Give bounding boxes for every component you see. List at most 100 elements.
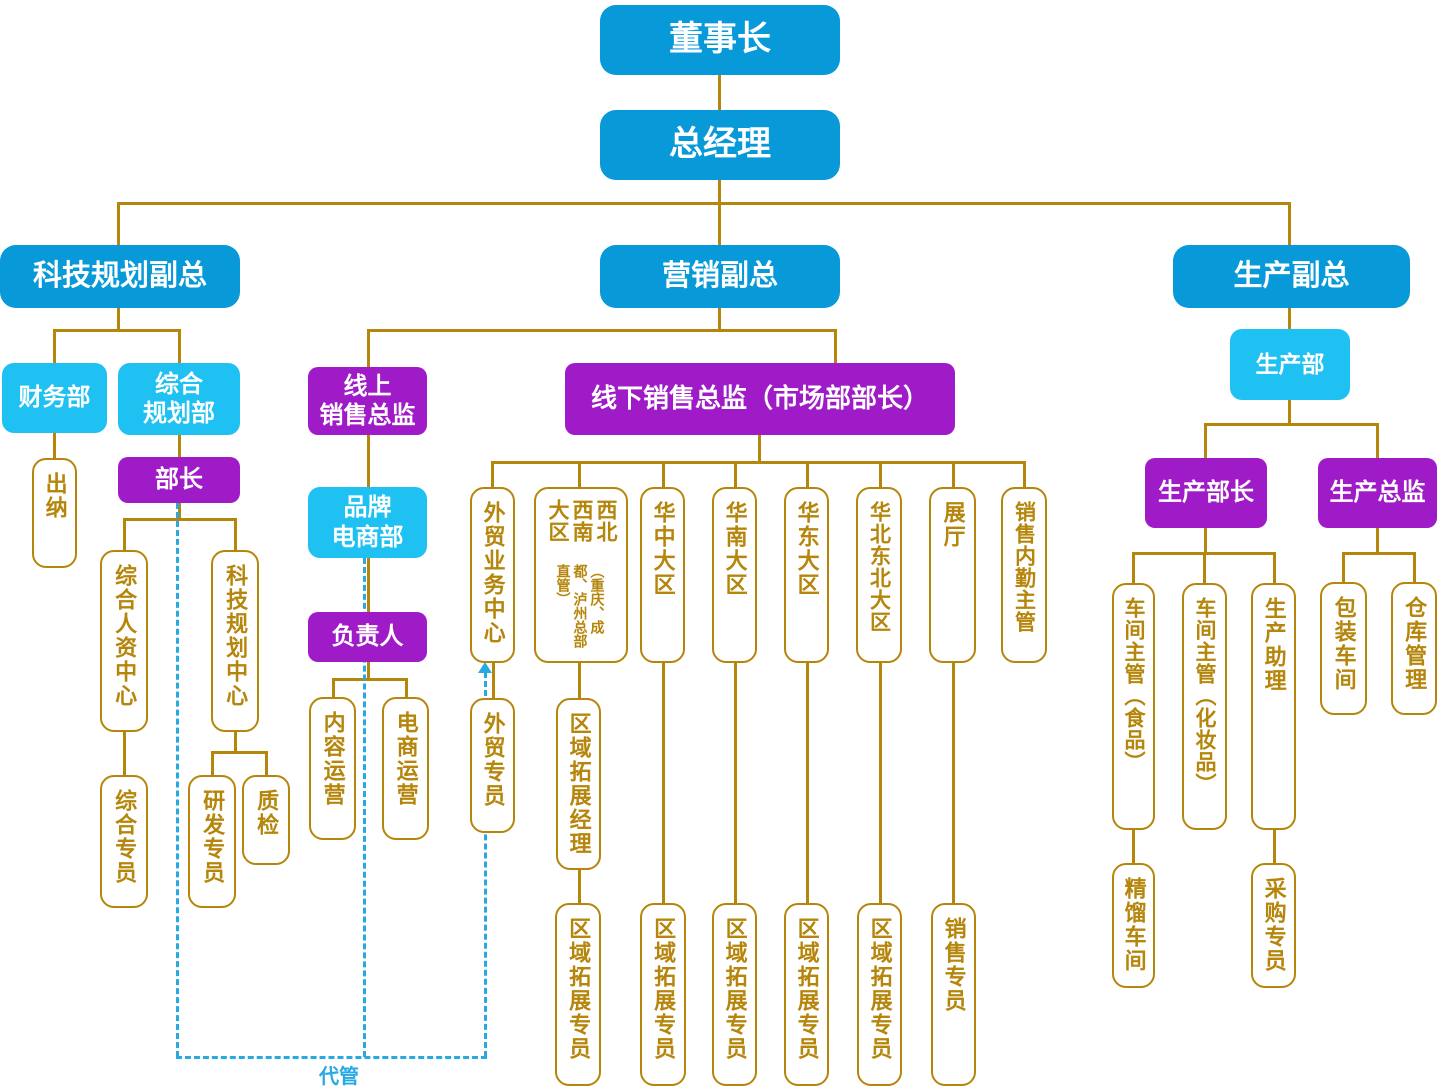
node-production-minister: 生产部长 <box>1145 458 1267 528</box>
connector <box>1204 423 1378 426</box>
acting-management-label: 代管 <box>319 1066 359 1088</box>
connector <box>806 663 809 903</box>
connector <box>178 434 181 457</box>
connector <box>405 678 408 697</box>
node-sales-specialist: 销售专员 <box>931 903 976 1086</box>
connector <box>234 732 237 753</box>
connector <box>123 518 237 521</box>
node-distillation-workshop: 精馏车间 <box>1112 863 1155 988</box>
connector <box>211 751 214 775</box>
connector <box>234 518 237 550</box>
connector <box>178 329 181 363</box>
connector <box>332 678 335 697</box>
node-workshop-supervisor-cosmetics: 车间主管（化妆品） <box>1182 583 1227 830</box>
node-content-ops: 内容运营 <box>309 697 356 840</box>
connector <box>53 329 181 332</box>
node-brand-ecommerce-dept: 品牌 电商部 <box>308 487 427 558</box>
connector <box>1203 552 1206 583</box>
connector <box>662 663 665 903</box>
node-east-china-region: 华东大区 <box>784 487 829 663</box>
connector <box>1288 202 1291 245</box>
connector <box>1342 552 1415 555</box>
connector <box>1132 830 1135 863</box>
connector <box>123 518 126 550</box>
node-marketing-vp: 营销副总 <box>600 245 840 308</box>
connector <box>367 329 370 367</box>
node-regional-specialist-4: 区域拓展专员 <box>784 903 829 1086</box>
node-production-assistant: 生产助理 <box>1251 583 1296 830</box>
connector <box>1288 308 1291 329</box>
node-regional-specialist-2: 区域拓展专员 <box>640 903 686 1086</box>
node-minister: 部长 <box>118 457 240 503</box>
node-chairman: 董事长 <box>600 5 840 75</box>
node-ecommerce-ops: 电商运营 <box>382 697 429 840</box>
connector <box>123 732 126 775</box>
node-regional-specialist-1: 区域拓展专员 <box>555 903 601 1086</box>
connector <box>1023 461 1026 487</box>
node-tech-planning-vp: 科技规划副总 <box>0 245 240 308</box>
connector <box>117 308 120 331</box>
connector <box>211 751 267 754</box>
node-leader: 负责人 <box>308 612 427 662</box>
connector <box>758 435 761 463</box>
connector <box>1273 552 1276 583</box>
connector <box>734 663 737 903</box>
node-workshop-supervisor-food: 车间主管（食品） <box>1112 583 1155 830</box>
node-foreign-trade-center: 外贸业务中心 <box>470 487 515 663</box>
connector <box>806 461 809 487</box>
connector <box>734 461 737 487</box>
connector <box>1376 528 1379 554</box>
dashed-line-acting <box>363 558 366 1057</box>
node-rd-specialist: 研发专员 <box>188 775 236 908</box>
node-north-northeast-region: 华北东北大区 <box>856 487 902 663</box>
nw-sw-region-title: 西北西南大区 <box>546 499 617 543</box>
connector <box>1132 552 1135 583</box>
connector <box>367 558 370 612</box>
node-online-sales-director: 线上 销售总监 <box>308 367 427 435</box>
connector <box>1342 552 1345 582</box>
connector <box>1273 830 1276 863</box>
connector <box>1204 423 1207 458</box>
node-production-vp: 生产副总 <box>1173 245 1410 308</box>
node-regional-specialist-3: 区域拓展专员 <box>712 903 757 1086</box>
connector <box>879 663 882 903</box>
node-quality-check: 质检 <box>242 775 290 865</box>
node-regional-expansion-manager: 区域拓展经理 <box>556 698 601 870</box>
nw-sw-region-subtitle: （重庆、成都、泸州总部直管） <box>555 564 606 649</box>
connector <box>491 461 494 487</box>
connector <box>117 202 1291 205</box>
connector <box>1413 552 1416 582</box>
connector <box>367 329 837 332</box>
connector <box>718 308 721 331</box>
connector <box>492 663 495 698</box>
connector <box>578 662 581 698</box>
node-packaging-workshop: 包装车间 <box>1320 582 1367 715</box>
connector <box>578 870 581 903</box>
node-general-manager: 总经理 <box>600 110 840 180</box>
connector <box>332 678 407 681</box>
node-nw-sw-region: 西北西南大区 （重庆、成都、泸州总部直管） <box>534 487 628 663</box>
dashed-line-acting <box>176 1056 487 1059</box>
connector <box>367 435 370 487</box>
connector <box>718 75 721 110</box>
node-sales-support-supervisor: 销售内勤主管 <box>1001 487 1047 663</box>
connector <box>952 663 955 903</box>
connector <box>367 662 370 680</box>
node-hr-center: 综合人资中心 <box>100 550 148 732</box>
connector <box>178 503 181 520</box>
connector <box>718 202 721 245</box>
node-production-director: 生产总监 <box>1318 458 1437 528</box>
connector <box>1376 423 1379 458</box>
connector <box>117 202 120 245</box>
node-regional-specialist-5: 区域拓展专员 <box>857 903 902 1086</box>
connector <box>578 461 581 487</box>
node-production-dept: 生产部 <box>1230 329 1350 400</box>
node-general-planning-dept: 综合 规划部 <box>118 363 240 435</box>
connector <box>53 329 56 363</box>
node-tech-planning-center: 科技规划中心 <box>211 550 259 732</box>
node-foreign-trade-specialist: 外贸专员 <box>470 698 515 833</box>
connector <box>718 180 721 204</box>
connector <box>1288 400 1291 425</box>
connector <box>834 329 837 363</box>
